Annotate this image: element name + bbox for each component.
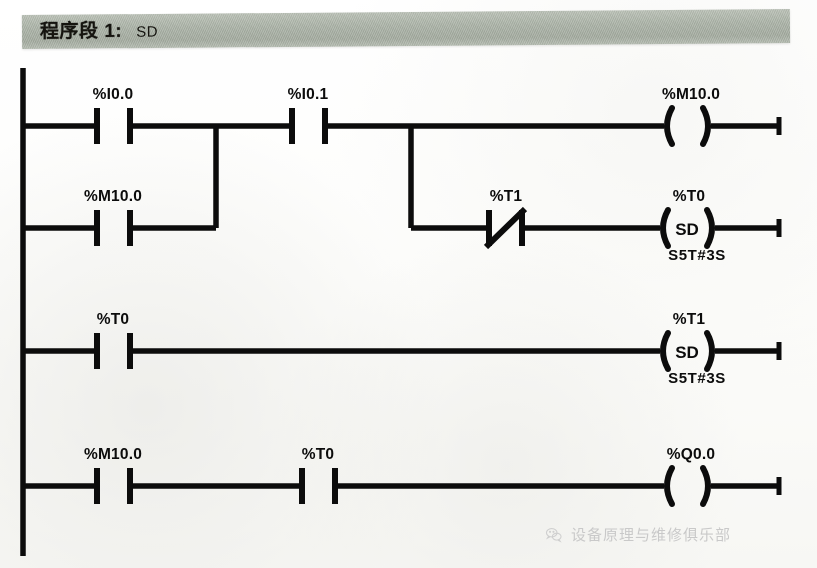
watermark-text: 设备原理与维修俱乐部 bbox=[571, 526, 732, 544]
coil-q00-left-paren bbox=[664, 465, 675, 507]
contact-t1-nc bbox=[483, 206, 528, 250]
coil-q00-right-paren bbox=[700, 465, 711, 507]
coil-m100-left-paren bbox=[664, 105, 675, 147]
label-coil-t1-preset: S5T#3S bbox=[668, 370, 726, 387]
label-coil-t0-preset: S5T#3S bbox=[668, 247, 726, 264]
label-contact-r3-m100: %M10.0 bbox=[83, 446, 143, 463]
label-contact-r3-t0: %T0 bbox=[301, 446, 335, 463]
coil-t1-left-paren bbox=[660, 330, 671, 372]
coil-m100-right-paren bbox=[700, 105, 711, 147]
label-contact-m100-branch: %M10.0 bbox=[83, 188, 143, 205]
coil-t1-sd-text: SD bbox=[675, 343, 699, 362]
label-contact-r2-t0: %T0 bbox=[96, 311, 130, 328]
coil-t0-sd-text: SD bbox=[675, 220, 699, 239]
label-coil-q00: %Q0.0 bbox=[666, 446, 716, 463]
wechat-icon bbox=[545, 526, 563, 544]
label-contact-i01: %I0.1 bbox=[287, 86, 329, 103]
footer-watermark: 设备原理与维修俱乐部 bbox=[545, 524, 731, 545]
label-coil-t0: %T0 bbox=[672, 188, 706, 205]
coil-t1-right-paren bbox=[704, 330, 715, 372]
label-contact-i00: %I0.0 bbox=[92, 86, 134, 103]
label-coil-m100: %M10.0 bbox=[661, 86, 721, 103]
label-contact-t1-nc: %T1 bbox=[489, 188, 523, 205]
label-coil-t1: %T1 bbox=[672, 311, 706, 328]
coil-t0-right-paren bbox=[704, 207, 715, 249]
coil-t0-left-paren bbox=[660, 207, 671, 249]
contact-t1-slash bbox=[483, 206, 528, 250]
